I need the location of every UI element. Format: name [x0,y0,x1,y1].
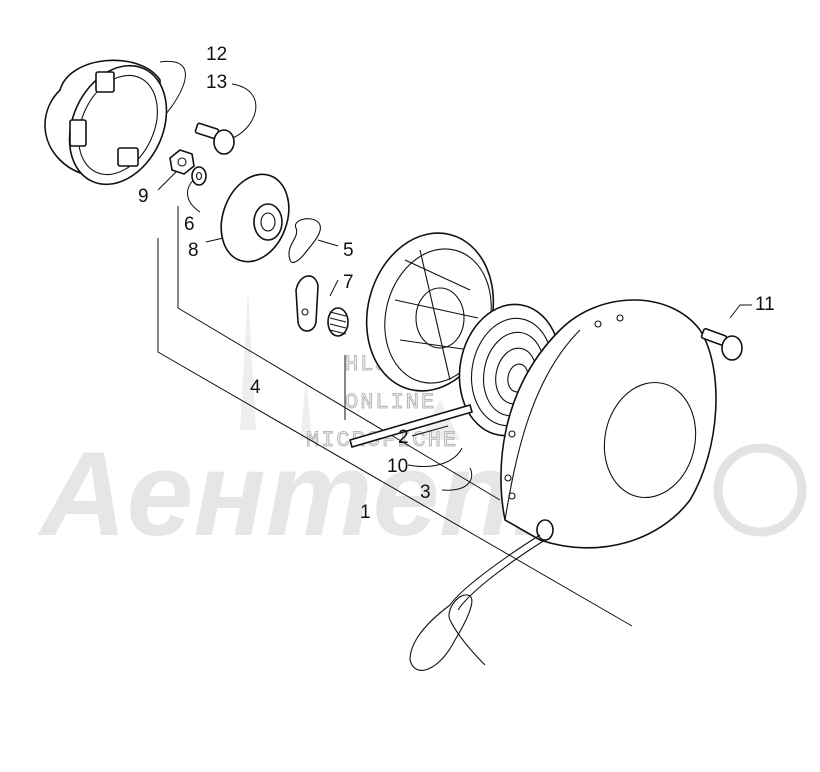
callout-2: 2 [398,427,409,448]
part-12-cup [44,59,168,186]
callout-1: 1 [360,502,371,523]
leader-line-4 [177,206,501,501]
callout-8: 8 [188,240,199,261]
watermark-line-3: MICROFICHE [306,428,458,453]
callout-labels: 12 13 9 6 8 5 7 4 11 2 10 3 1 [138,44,775,523]
watermark-wheel [713,443,807,537]
callout-13: 13 [206,72,227,93]
leader-13 [227,83,257,141]
part-8-drive-plate [220,173,290,263]
leader-10 [407,447,463,467]
part-10-shaft [349,404,473,448]
callout-11: 11 [755,294,775,315]
callout-6: 6 [184,214,195,235]
leader-7 [329,279,339,297]
watermark-line-2: ONLINE [345,390,436,415]
part-1-housing [500,299,717,549]
part-9-nut [169,149,195,175]
callout-4: 4 [250,377,261,398]
part-5-spring-clip [288,218,321,263]
callout-12: 12 [206,44,227,65]
callout-5: 5 [343,240,354,261]
leader-2 [411,425,449,437]
leader-5 [317,239,339,247]
callout-10: 10 [387,456,408,477]
part-13-bolt [194,122,235,155]
leader-line-1 [157,238,633,627]
watermark: Aeнmenn HLSM ONLINE MICROFICHE [37,290,807,561]
part-6-washer [191,166,207,186]
part-coil-spring [327,307,349,337]
part-7-pawl [295,275,319,332]
callout-9: 9 [138,186,149,207]
callout-7: 7 [343,272,354,293]
watermark-skyline [240,290,460,440]
watermark-brand: Aeнmenn [37,427,586,561]
callout-3: 3 [420,482,431,503]
part-3-rope [409,519,554,671]
part-reel [365,232,495,392]
leader-11 [729,304,752,319]
part-11-bolt [700,327,743,361]
leader-3 [441,467,473,491]
